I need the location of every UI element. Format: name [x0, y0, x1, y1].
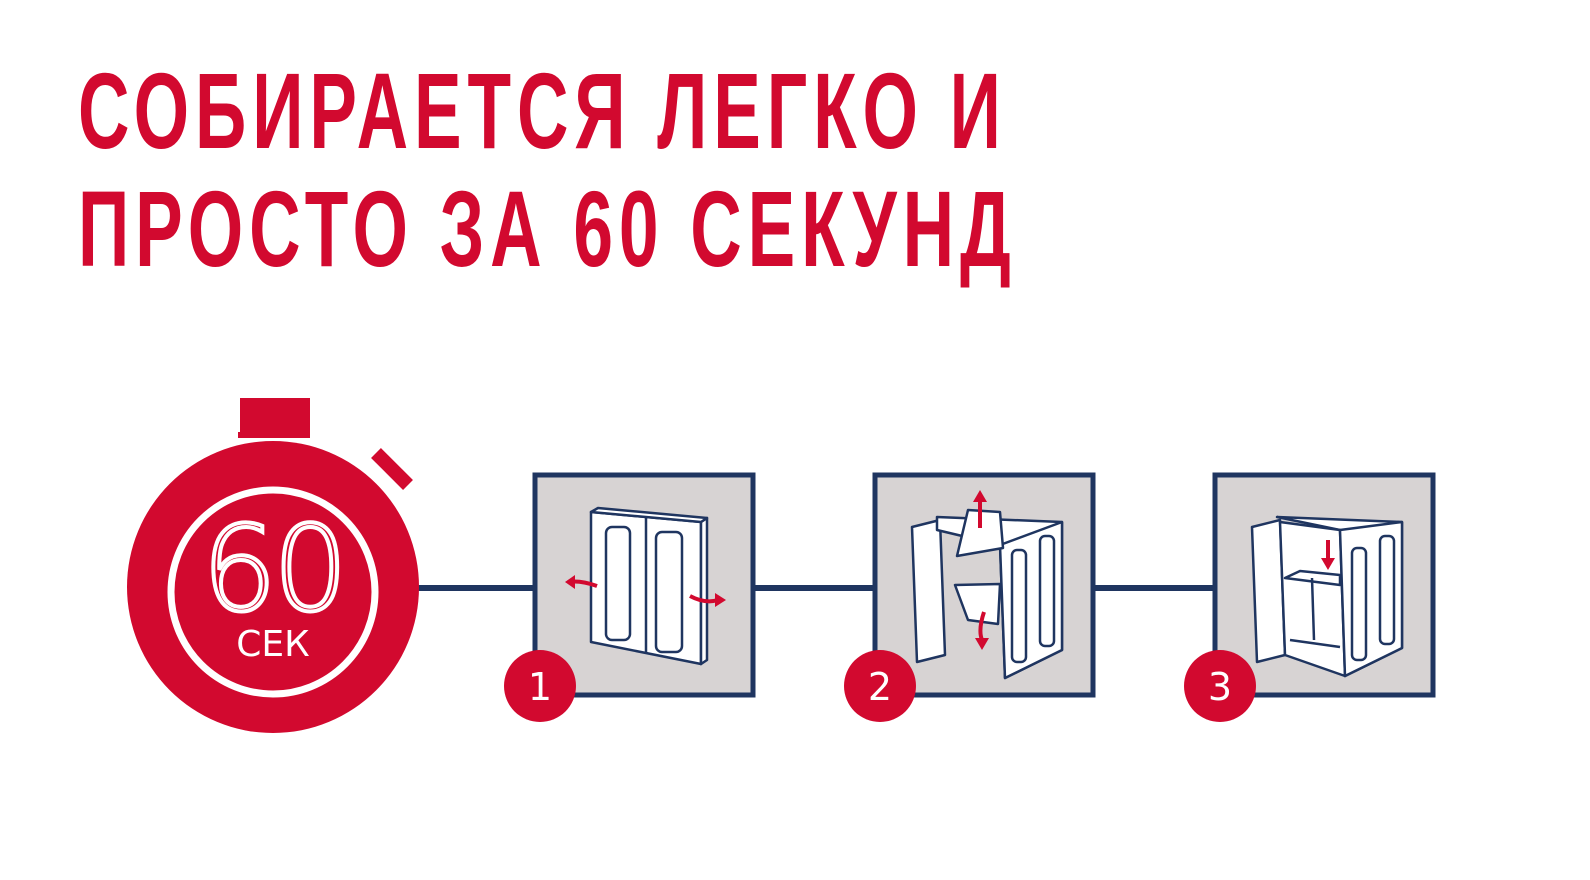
stopwatch-icon: 60 СЕК	[127, 398, 419, 733]
step-1-badge	[504, 650, 576, 722]
headline-line-2: ПРОСТО ЗА 60 СЕКУНД	[78, 168, 1017, 289]
headline: СОБИРАЕТСЯ ЛЕГКО И ПРОСТО ЗА 60 СЕКУНД	[78, 52, 1017, 288]
step-2: 2	[844, 472, 1096, 722]
step-2-number: 2	[868, 665, 892, 709]
cabinet-panels-lift-icon	[910, 490, 1064, 680]
timer-unit: СЕК	[236, 624, 309, 665]
step-1: 1	[504, 472, 756, 722]
timer-value: 60	[202, 500, 344, 638]
step-3: 3	[1184, 472, 1436, 722]
shelf-insert-icon	[1250, 515, 1404, 678]
step-2-badge	[844, 650, 916, 722]
headline-line-1: СОБИРАЕТСЯ ЛЕГКО И	[78, 50, 1007, 171]
step-1-number: 1	[528, 665, 552, 709]
step-3-number: 3	[1208, 665, 1232, 709]
step-3-badge	[1184, 650, 1256, 722]
folded-cabinet-unfold-icon	[565, 506, 726, 666]
